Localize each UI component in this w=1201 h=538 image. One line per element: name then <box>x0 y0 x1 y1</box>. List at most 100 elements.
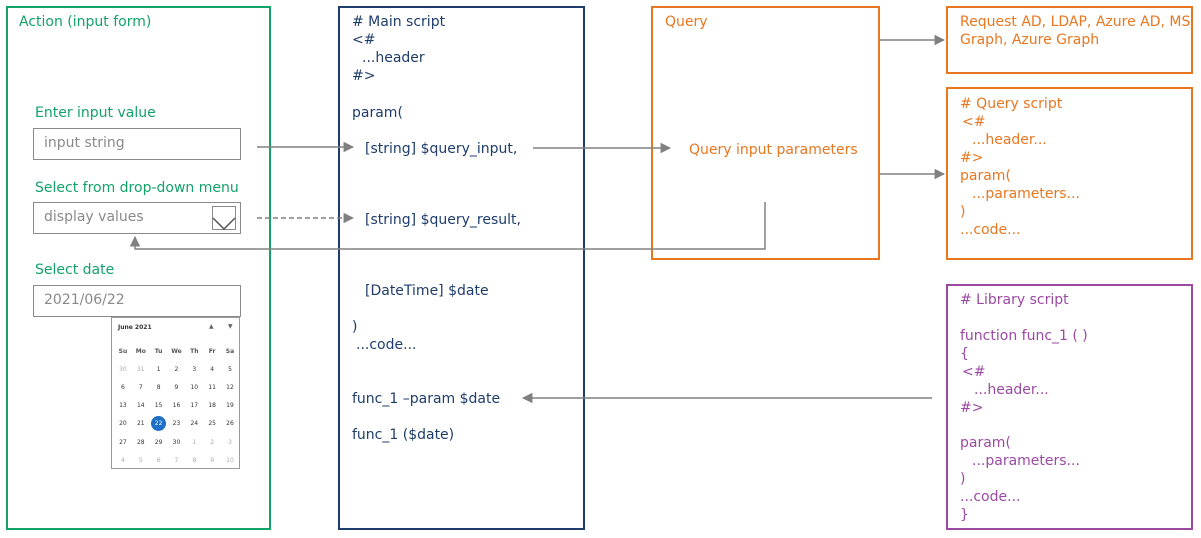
calendar-weekday: Sa <box>225 347 235 355</box>
calendar-day[interactable]: 7 <box>138 383 143 391</box>
calendar-day[interactable]: 13 <box>119 402 127 410</box>
query-script-line-3: ...header... <box>972 132 1047 148</box>
date-value: 2021/06/22 <box>44 292 125 308</box>
query-script-line-5: param( <box>960 168 1011 184</box>
main-script-line-3: ...header <box>362 50 425 66</box>
calendar-day[interactable]: 7 <box>174 456 179 464</box>
calendar-day[interactable]: 18 <box>208 402 216 410</box>
calendar-day[interactable]: 14 <box>136 402 145 410</box>
calendar-day[interactable]: 26 <box>226 420 234 428</box>
library-script-line-7: param( <box>960 435 1011 451</box>
calendar-month: June 2021 <box>118 324 152 331</box>
calendar-day[interactable]: 25 <box>208 420 216 428</box>
library-script-line-1: # Library script <box>960 292 1069 308</box>
calendar-day[interactable]: 30 <box>172 438 181 446</box>
calendar-day[interactable]: 9 <box>210 456 215 464</box>
query-box <box>651 6 880 260</box>
calendar-day[interactable]: 16 <box>172 402 181 410</box>
query-input-parameters: Query input parameters <box>689 142 858 158</box>
calendar-day-selected[interactable]: 22 <box>150 415 168 433</box>
library-script-line-2: function func_1 ( ) <box>960 328 1088 344</box>
library-script-line-8: ...parameters... <box>972 453 1080 469</box>
calendar-day[interactable]: 17 <box>190 402 199 410</box>
query-script-line-6: ...parameters... <box>972 186 1080 202</box>
calendar-weekday: Fr <box>208 347 216 355</box>
calendar-day[interactable]: 5 <box>138 456 143 464</box>
calendar-day[interactable]: 30 <box>119 365 127 373</box>
request-box <box>946 6 1193 74</box>
dropdown-menu[interactable]: display values <box>33 202 241 234</box>
calendar-day[interactable]: 2 <box>174 365 179 373</box>
action-form-box <box>6 6 271 530</box>
main-script-line-1: # Main script <box>352 14 446 30</box>
calendar-day[interactable]: 24 <box>190 420 199 428</box>
library-script-line-3: { <box>960 346 969 362</box>
dropdown-label: Select from drop-down menu <box>35 180 239 196</box>
calendar-day[interactable]: 1 <box>192 438 197 446</box>
request-line-1: Request AD, LDAP, Azure AD, MS <box>960 14 1191 30</box>
query-script-line-8: ...code... <box>960 222 1021 238</box>
library-script-line-9: ) <box>960 471 966 487</box>
dropdown-value: display values <box>44 209 144 225</box>
main-script-line-11: func_1 –param $date <box>352 391 501 407</box>
main-script-line-7: [string] $query_result, <box>365 212 521 228</box>
library-script-line-6: #> <box>960 400 984 416</box>
calendar-day[interactable]: 20 <box>119 420 127 428</box>
main-script-line-6: [string] $query_input, <box>365 141 518 157</box>
calendar-day[interactable]: 27 <box>119 438 127 446</box>
calendar-day[interactable]: 8 <box>192 456 197 464</box>
calendar-day[interactable]: 11 <box>208 383 216 391</box>
calendar-day[interactable]: 1 <box>156 365 161 373</box>
calendar-day[interactable]: 23 <box>172 420 181 428</box>
main-script-line-4: #> <box>352 68 376 84</box>
query-script-line-4: #> <box>960 150 984 166</box>
input-string-field[interactable]: input string <box>33 128 241 160</box>
calendar-day[interactable]: 15 <box>154 402 163 410</box>
query-script-box <box>946 87 1193 260</box>
calendar-day[interactable]: 6 <box>156 456 161 464</box>
action-form-title: Action (input form) <box>19 14 152 30</box>
calendar-day[interactable]: 10 <box>190 383 199 391</box>
calendar-day[interactable]: 31 <box>136 365 145 373</box>
calendar-day[interactable]: 10 <box>226 456 234 464</box>
calendar-day[interactable]: 3 <box>192 365 197 373</box>
calendar-weekday: Mo <box>135 347 146 355</box>
chevron-down-icon[interactable] <box>212 206 236 230</box>
calendar-day[interactable]: 21 <box>136 420 145 428</box>
library-script-box <box>946 284 1193 530</box>
query-script-line-7: ) <box>960 204 966 220</box>
library-script-line-4: <# <box>962 364 986 380</box>
calendar-day[interactable]: 19 <box>226 402 234 410</box>
input-string-value: input string <box>44 135 125 151</box>
date-field[interactable]: 2021/06/22 <box>33 285 241 317</box>
calendar-day[interactable]: 9 <box>174 383 179 391</box>
main-script-line-9: ) <box>352 319 358 335</box>
calendar-day[interactable]: 4 <box>121 456 125 464</box>
calendar-day[interactable]: 12 <box>226 383 234 391</box>
calendar-day[interactable]: 2 <box>210 438 215 446</box>
main-script-line-8: [DateTime] $date <box>365 283 489 299</box>
main-script-line-10: ...code... <box>356 337 417 353</box>
date-label: Select date <box>35 262 115 278</box>
calendar-day[interactable]: 5 <box>228 365 232 373</box>
calendar-next-icon[interactable]: ▼ <box>228 323 233 330</box>
calendar-weekday: We <box>171 347 182 355</box>
library-script-line-11: } <box>960 507 969 523</box>
calendar-day[interactable]: 3 <box>228 438 232 446</box>
calendar-prev-icon[interactable]: ▲ <box>209 323 214 330</box>
calendar-day[interactable]: 4 <box>210 365 215 373</box>
calendar-day[interactable]: 29 <box>154 438 163 446</box>
main-script-line-2: <# <box>352 32 376 48</box>
request-line-2: Graph, Azure Graph <box>960 32 1100 48</box>
calendar-day[interactable]: 28 <box>136 438 145 446</box>
calendar-day[interactable]: 6 <box>121 383 125 391</box>
calendar-weekday: Su <box>118 347 128 355</box>
calendar-weekday: Tu <box>154 347 163 355</box>
main-script-line-5: param( <box>352 105 403 121</box>
calendar-weekday: Th <box>190 347 199 355</box>
calendar-day-selected-label: 22 <box>151 416 167 432</box>
calendar-day[interactable]: 8 <box>156 383 161 391</box>
